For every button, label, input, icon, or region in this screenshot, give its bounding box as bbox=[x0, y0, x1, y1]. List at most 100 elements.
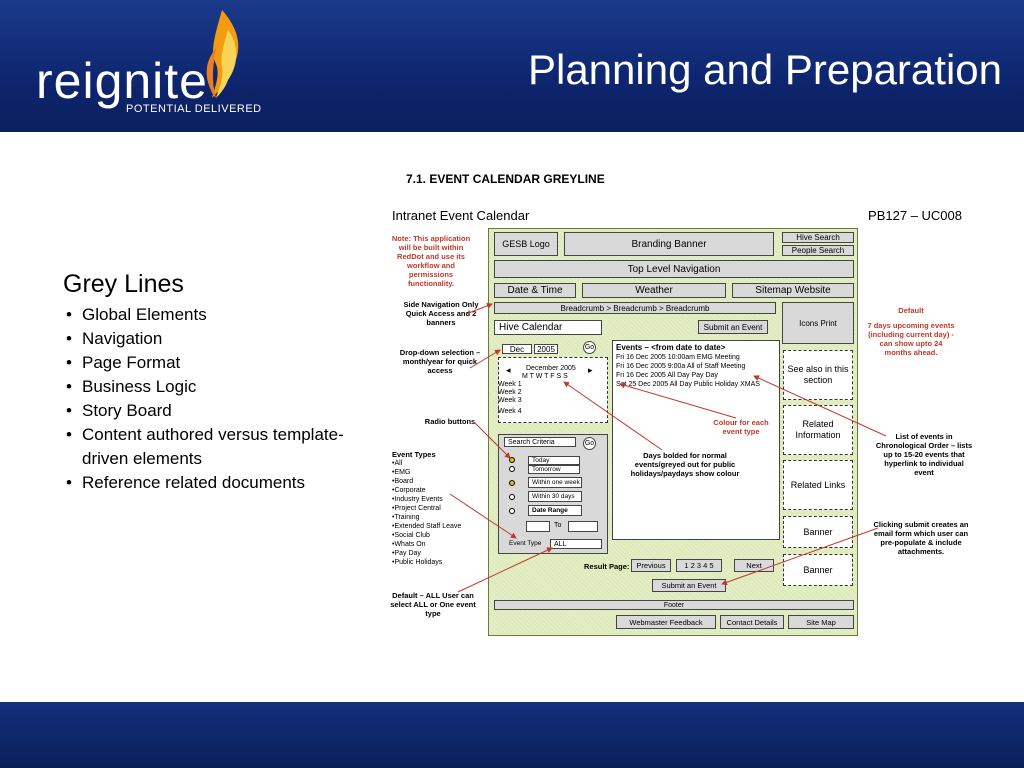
gesb-logo-box: GESB Logo bbox=[494, 232, 558, 256]
to-label: To bbox=[554, 522, 562, 529]
note-side-navigation: Side Navigation Only Quick Access and 2 … bbox=[403, 300, 479, 327]
note-default-all: Default – ALL User can select ALL or One… bbox=[390, 591, 476, 618]
radio-label: Tomorrow bbox=[528, 465, 580, 474]
date-time-box: Date & Time bbox=[494, 283, 576, 298]
people-search-box[interactable]: People Search bbox=[782, 245, 854, 256]
go-button[interactable]: Go bbox=[583, 341, 596, 354]
page-numbers[interactable]: 1 2 3 4 5 bbox=[676, 559, 722, 572]
event-type-item: •Training bbox=[392, 514, 420, 521]
site-map-link[interactable]: Site Map bbox=[788, 615, 854, 629]
event-type-item: •All bbox=[392, 460, 403, 467]
bullet-heading: Grey Lines bbox=[63, 270, 184, 298]
next-button[interactable]: Next bbox=[734, 559, 774, 572]
event-row[interactable]: Fri 16 Dec 2005 All Day Pay Day bbox=[616, 372, 718, 379]
banner-box[interactable]: Banner bbox=[783, 554, 853, 586]
previous-button[interactable]: Previous bbox=[631, 559, 671, 572]
event-type-item: •EMG bbox=[392, 469, 411, 476]
event-row[interactable]: Sat 25 Dec 2005 All Day Public Holiday X… bbox=[616, 381, 760, 388]
footer-box: Footer bbox=[494, 600, 854, 610]
bullet-item: Business Logic bbox=[63, 375, 363, 399]
result-page-label: Result Page: bbox=[584, 562, 630, 571]
search-criteria-label: Search Criteria bbox=[504, 437, 576, 447]
contact-details-link[interactable]: Contact Details bbox=[720, 615, 784, 629]
see-also-box[interactable]: See also in this section bbox=[783, 350, 853, 400]
submit-event-bottom-button[interactable]: Submit an Event bbox=[652, 579, 726, 592]
bullet-list: Global Elements Navigation Page Format B… bbox=[63, 303, 363, 495]
submit-event-top-button[interactable]: Submit an Event bbox=[698, 320, 768, 334]
event-type-item: •Social Club bbox=[392, 532, 430, 539]
week-label: Week 4 bbox=[498, 408, 522, 415]
sitemap-box[interactable]: Sitemap Website bbox=[732, 283, 854, 298]
webmaster-feedback-link[interactable]: Webmaster Feedback bbox=[616, 615, 716, 629]
wireframe-section-title: 7.1. EVENT CALENDAR GREYLINE bbox=[406, 172, 605, 186]
event-type-item: •Whats On bbox=[392, 541, 426, 548]
logo-tagline: POTENTIAL DELIVERED bbox=[126, 103, 262, 115]
year-select[interactable]: 2005 bbox=[534, 344, 558, 354]
event-type-select[interactable]: ALL bbox=[550, 539, 602, 549]
note-event-list: List of events in Chronological Order – … bbox=[875, 432, 973, 477]
bullet-item: Reference related documents bbox=[63, 471, 363, 495]
icons-print-box[interactable]: Icons Print bbox=[782, 302, 854, 344]
note-radio-buttons: Radio buttons bbox=[424, 417, 476, 426]
radio-within-week[interactable] bbox=[509, 480, 515, 486]
footer-bar bbox=[0, 702, 1024, 768]
related-information-box[interactable]: Related Information bbox=[783, 405, 853, 455]
event-type-item: •Public Holidays bbox=[392, 559, 443, 566]
bullet-item: Global Elements bbox=[63, 303, 363, 327]
event-type-item: •Industry Events bbox=[392, 496, 443, 503]
top-navigation-box[interactable]: Top Level Navigation bbox=[494, 260, 854, 278]
event-type-label: Event Type bbox=[509, 540, 542, 547]
branding-banner-box: Branding Banner bbox=[564, 232, 774, 256]
flame-logo-icon bbox=[206, 10, 239, 98]
wireframe-page-title: Intranet Event Calendar bbox=[392, 208, 530, 223]
bullet-item: Story Board bbox=[63, 399, 363, 423]
radio-within-30-days[interactable] bbox=[509, 494, 515, 500]
breadcrumb-box[interactable]: Breadcrumb > Breadcrumb > Breadcrumb bbox=[494, 302, 776, 314]
week-label: Week 3 bbox=[498, 397, 522, 404]
note-colour: Colour for each event type bbox=[713, 418, 769, 436]
radio-label: Within one week bbox=[528, 477, 582, 488]
header-bar: reignite POTENTIAL DELIVERED Planning an… bbox=[0, 0, 1024, 132]
radio-tomorrow[interactable] bbox=[509, 466, 515, 472]
calendar-month: December 2005 bbox=[526, 365, 576, 372]
note-dropdown: Drop-down selection – month/year for qui… bbox=[399, 348, 481, 375]
wireframe-figure: 7.1. EVENT CALENDAR GREYLINE Intranet Ev… bbox=[366, 164, 982, 660]
wireframe-page-code: PB127 – UC008 bbox=[868, 208, 962, 223]
event-row[interactable]: Fri 16 Dec 2005 10:00am EMG Meeting bbox=[616, 354, 740, 361]
month-select[interactable]: Dec bbox=[502, 344, 532, 354]
event-row[interactable]: Fri 16 Dec 2005 9:00a All of Staff Meeti… bbox=[616, 363, 746, 370]
note-days-bolded: Days bolded for normal events/greyed out… bbox=[630, 451, 740, 478]
event-type-item: •Pay Day bbox=[392, 550, 421, 557]
hive-search-box[interactable]: Hive Search bbox=[782, 232, 854, 243]
event-type-item: •Board bbox=[392, 478, 414, 485]
next-arrow-icon[interactable]: ▸ bbox=[588, 365, 593, 375]
bullet-item: Page Format bbox=[63, 351, 363, 375]
hive-calendar-box: Hive Calendar bbox=[494, 320, 602, 335]
week-label: Week 1 bbox=[498, 381, 522, 388]
note-submit: Clicking submit creates an email form wh… bbox=[873, 520, 969, 556]
note-default-label: Default bbox=[898, 306, 924, 315]
week-label: Week 2 bbox=[498, 389, 522, 396]
event-type-item: •Extended Staff Leave bbox=[392, 523, 462, 530]
calendar-days: M T W T F S S bbox=[522, 373, 568, 380]
related-links-box[interactable]: Related Links bbox=[783, 460, 853, 510]
search-go-button[interactable]: Go bbox=[583, 437, 596, 450]
date-to-input[interactable] bbox=[568, 521, 598, 532]
date-from-input[interactable] bbox=[526, 521, 550, 532]
weather-box: Weather bbox=[582, 283, 726, 298]
note-default-body: 7 days upcoming events (including curren… bbox=[867, 321, 955, 357]
radio-label: Date Range bbox=[528, 505, 582, 516]
radio-today[interactable] bbox=[509, 457, 515, 463]
prev-arrow-icon[interactable]: ◂ bbox=[506, 365, 511, 375]
note-reddot: Note: This application will be built wit… bbox=[391, 234, 471, 288]
bullet-item: Content authored versus template-driven … bbox=[63, 423, 363, 471]
slide-title: Planning and Preparation bbox=[527, 46, 1002, 93]
events-header: Events – <from date to date> bbox=[616, 343, 726, 352]
banner-box[interactable]: Banner bbox=[783, 516, 853, 548]
event-types-title: Event Types bbox=[392, 450, 436, 459]
event-type-item: •Project Central bbox=[392, 505, 441, 512]
bullet-item: Navigation bbox=[63, 327, 363, 351]
radio-label: Within 30 days bbox=[528, 491, 582, 502]
radio-date-range[interactable] bbox=[509, 508, 515, 514]
radio-label: Today bbox=[528, 456, 580, 465]
